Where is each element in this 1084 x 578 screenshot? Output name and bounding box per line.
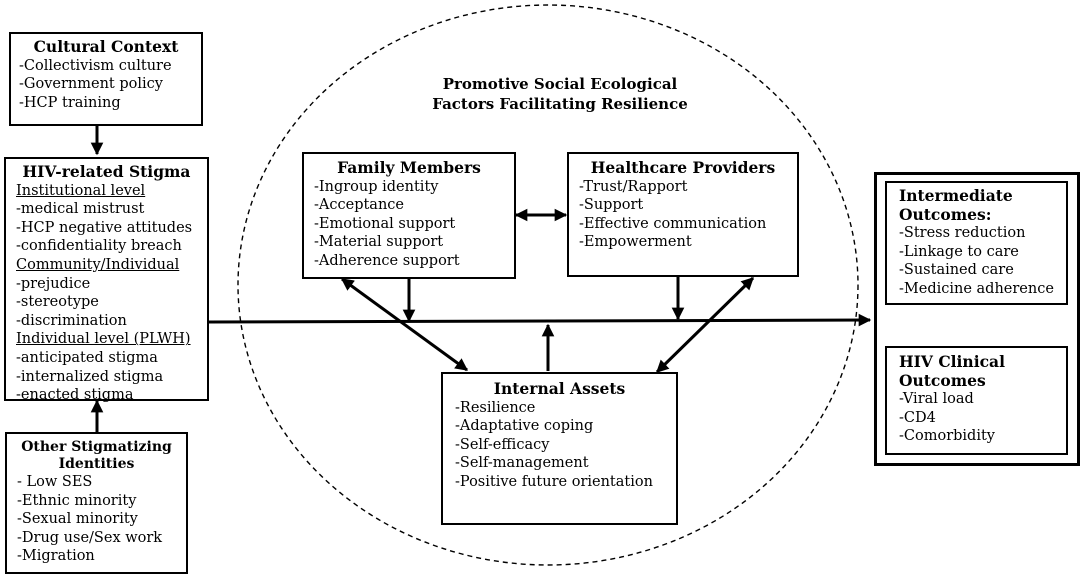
family-members-box: Family Members -Ingroup identity -Accept… bbox=[302, 152, 516, 279]
intermediate-item: -Medicine adherence bbox=[899, 280, 1054, 297]
intermediate-item: -Sustained care bbox=[899, 262, 1014, 279]
stigma-item: -confidentiality breach bbox=[16, 238, 182, 255]
clinical-item: -CD4 bbox=[899, 409, 936, 426]
stigma-to-outcomes-arrow bbox=[208, 313, 872, 327]
stigma-item: -internalized stigma bbox=[16, 368, 164, 385]
healthcare-providers-box: Healthcare Providers -Trust/Rapport -Sup… bbox=[567, 152, 799, 277]
clinical-outcomes-box: HIV Clinical Outcomes -Viral load -CD4 -… bbox=[885, 346, 1068, 455]
internal-item: -Self-management bbox=[455, 455, 589, 472]
family-item: -Emotional support bbox=[314, 215, 456, 232]
internal-item: -Resilience bbox=[455, 399, 536, 416]
stigma-item: -HCP negative attitudes bbox=[16, 219, 193, 236]
healthcare-item: -Support bbox=[579, 197, 644, 214]
center-title-line-1: Promotive Social Ecological bbox=[442, 75, 678, 93]
cultural-context-item: -HCP training bbox=[19, 94, 121, 111]
identity-item: - Low SES bbox=[17, 474, 93, 490]
internal-assets-box: Internal Assets -Resilience -Adaptative … bbox=[441, 372, 678, 525]
center-title: Promotive Social Ecological Factors Faci… bbox=[400, 74, 720, 114]
stigma-item: -prejudice bbox=[16, 275, 91, 292]
healthcare-item: -Trust/Rapport bbox=[579, 178, 688, 195]
stigma-section-heading: Community/Individual bbox=[16, 256, 180, 273]
stigma-item: -stereotype bbox=[16, 294, 99, 311]
clinical-outcomes-title-line: Outcomes bbox=[899, 370, 986, 390]
family-internal-arrow bbox=[340, 277, 469, 372]
stigma-section-heading: Individual level (PLWH) bbox=[16, 331, 191, 348]
hiv-stigma-title: HIV-related Stigma bbox=[22, 162, 191, 181]
other-identities-title-line: Identities bbox=[58, 456, 135, 472]
family-members-title: Family Members bbox=[337, 158, 481, 177]
cultural-context-title: Cultural Context bbox=[33, 37, 179, 56]
cultural-context-item: -Collectivism culture bbox=[19, 57, 172, 74]
identity-item: -Migration bbox=[17, 548, 95, 565]
internal-item: -Self-efficacy bbox=[455, 436, 550, 453]
intermediate-outcomes-title-line: Intermediate bbox=[899, 186, 1013, 205]
cultural-context-box: Cultural Context -Collectivism culture -… bbox=[9, 32, 203, 126]
hiv-stigma-box: HIV-related Stigma Institutional level -… bbox=[4, 157, 209, 403]
healthcare-item: -Effective communication bbox=[579, 215, 767, 232]
healthcare-internal-arrow bbox=[655, 276, 755, 374]
stigma-item: -medical mistrust bbox=[16, 201, 145, 218]
center-title-line-2: Factors Facilitating Resilience bbox=[432, 95, 688, 113]
internal-item: -Adaptative coping bbox=[455, 418, 594, 435]
internal-assets-title: Internal Assets bbox=[493, 379, 626, 398]
stigma-item: -discrimination bbox=[16, 312, 127, 329]
clinical-item: -Comorbidity bbox=[899, 428, 995, 445]
other-identities-box: Other Stigmatizing Identities - Low SES … bbox=[5, 432, 188, 574]
intermediate-outcomes-title-line: Outcomes: bbox=[899, 204, 992, 224]
other-identities-title-line: Other Stigmatizing bbox=[21, 439, 172, 455]
cultural-context-item: -Government policy bbox=[19, 76, 163, 93]
identity-item: -Drug use/Sex work bbox=[17, 529, 163, 546]
family-item: -Ingroup identity bbox=[314, 178, 439, 195]
stigma-section-heading: Institutional level bbox=[16, 182, 146, 199]
healthcare-item: -Empowerment bbox=[579, 234, 692, 251]
internal-item: -Positive future orientation bbox=[455, 473, 653, 490]
intermediate-item: -Stress reduction bbox=[899, 225, 1026, 242]
identity-item: -Sexual minority bbox=[17, 511, 138, 528]
healthcare-providers-title: Healthcare Providers bbox=[590, 158, 776, 177]
stigma-item: -enacted stigma bbox=[16, 387, 134, 404]
resilience-ellipse bbox=[237, 4, 859, 566]
identity-item: -Ethnic minority bbox=[17, 492, 137, 509]
family-item: -Material support bbox=[314, 234, 444, 251]
intermediate-outcomes-box: Intermediate Outcomes: -Stress reduction… bbox=[885, 181, 1068, 305]
family-item: -Acceptance bbox=[314, 197, 404, 214]
stigma-item: -anticipated stigma bbox=[16, 349, 158, 366]
intermediate-item: -Linkage to care bbox=[899, 243, 1019, 260]
clinical-item: -Viral load bbox=[899, 391, 974, 408]
clinical-outcomes-title-line: HIV Clinical bbox=[899, 352, 1005, 371]
family-item: -Adherence support bbox=[314, 252, 460, 269]
